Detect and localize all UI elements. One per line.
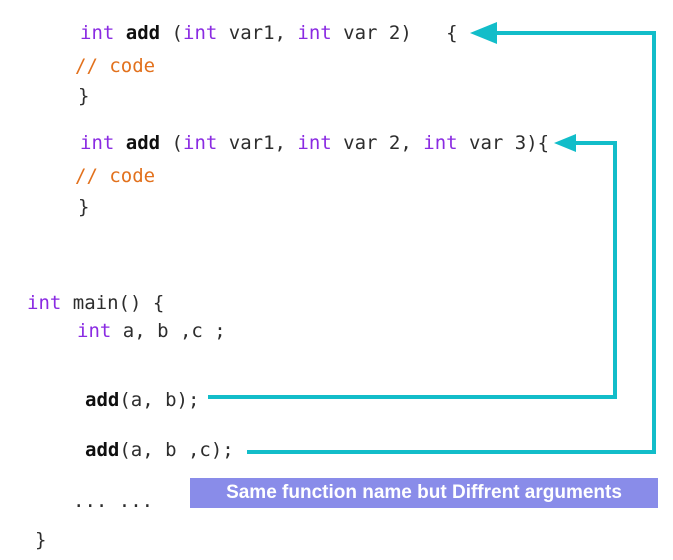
arrowhead-left-icon — [551, 134, 576, 152]
arrow-segment-bottom — [247, 450, 656, 454]
arrow-segment-top — [571, 141, 617, 145]
code-line-call-three-args: add(a, b ,c); — [85, 439, 234, 461]
code-line-func1-signature: int add (int var1, int var 2) { — [80, 22, 458, 44]
code-line-func1-comment: // code — [75, 55, 156, 77]
code-line-func2-comment: // code — [75, 165, 156, 187]
code-line-main-close-brace: } — [35, 529, 47, 551]
annotation-badge: Same function name but Diffrent argument… — [190, 478, 658, 508]
arrow-segment-top — [492, 31, 656, 35]
code-line-main-signature: int main() { — [27, 292, 165, 314]
arrow-segment-vertical — [613, 141, 617, 399]
code-line-ellipsis: ... ... — [73, 490, 154, 512]
code-line-func2-close-brace: } — [78, 196, 90, 218]
code-line-func2-signature: int add (int var1, int var 2, int var 3)… — [80, 132, 550, 154]
code-line-func1-close-brace: } — [78, 85, 90, 107]
arrow-segment-vertical — [652, 31, 656, 454]
code-line-main-vars: int a, b ,c ; — [77, 320, 226, 342]
code-line-call-two-args: add(a, b); — [85, 389, 200, 411]
arrow-segment-bottom — [208, 395, 617, 399]
arrowhead-left-icon — [467, 22, 497, 44]
